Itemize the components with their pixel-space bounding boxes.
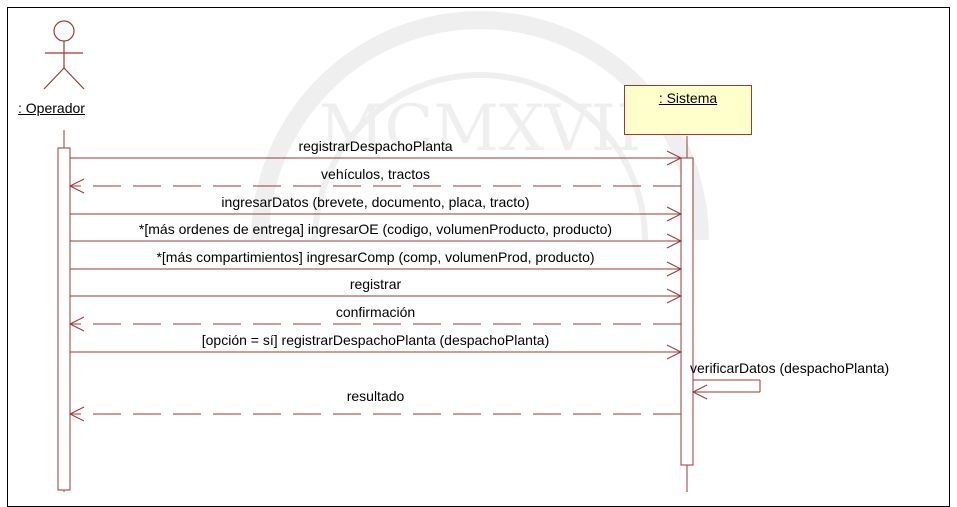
message-label-5: *[más compartimientos] ingresarComp (com… (156, 249, 595, 265)
operador-actor-name: : Operador (18, 100, 85, 116)
message-arrow-3 (70, 206, 683, 222)
watermark-seal: MCMXVII (251, 11, 709, 240)
operador-activation (57, 147, 71, 491)
watermark-text: MCMXVII (319, 92, 641, 166)
message-label-8: [opción = sí] registrarDespachoPlanta (d… (201, 332, 550, 348)
message-arrow-1 (70, 150, 683, 166)
message-label-7: confirmación (335, 304, 416, 320)
message-label-2: vehículos, tractos (321, 166, 430, 182)
message-label-1: registrarDespachoPlanta (298, 138, 453, 154)
message-arrow-2 (68, 178, 681, 194)
message-arrow-7 (68, 316, 681, 332)
message-arrow-10 (68, 406, 681, 422)
message-arrow-4 (70, 233, 683, 249)
message-arrow-8 (70, 344, 683, 360)
actor-icon (43, 20, 85, 90)
message-arrow-9 (691, 379, 761, 400)
message-label-3: ingresarDatos (brevete, documento, placa… (221, 194, 530, 210)
sistema-object-name: : Sistema (658, 90, 718, 106)
sistema-object: : Sistema (624, 85, 752, 135)
sistema-activation (680, 157, 694, 466)
message-label-6: registrar (349, 276, 402, 292)
message-label-10: resultado (346, 388, 405, 404)
message-arrow-6 (70, 288, 683, 304)
message-arrow-5 (70, 261, 683, 277)
message-label-4: *[más ordenes de entrega] ingresarOE (co… (138, 221, 613, 237)
message-label-9: verificarDatos (despachoPlanta) (690, 360, 890, 376)
